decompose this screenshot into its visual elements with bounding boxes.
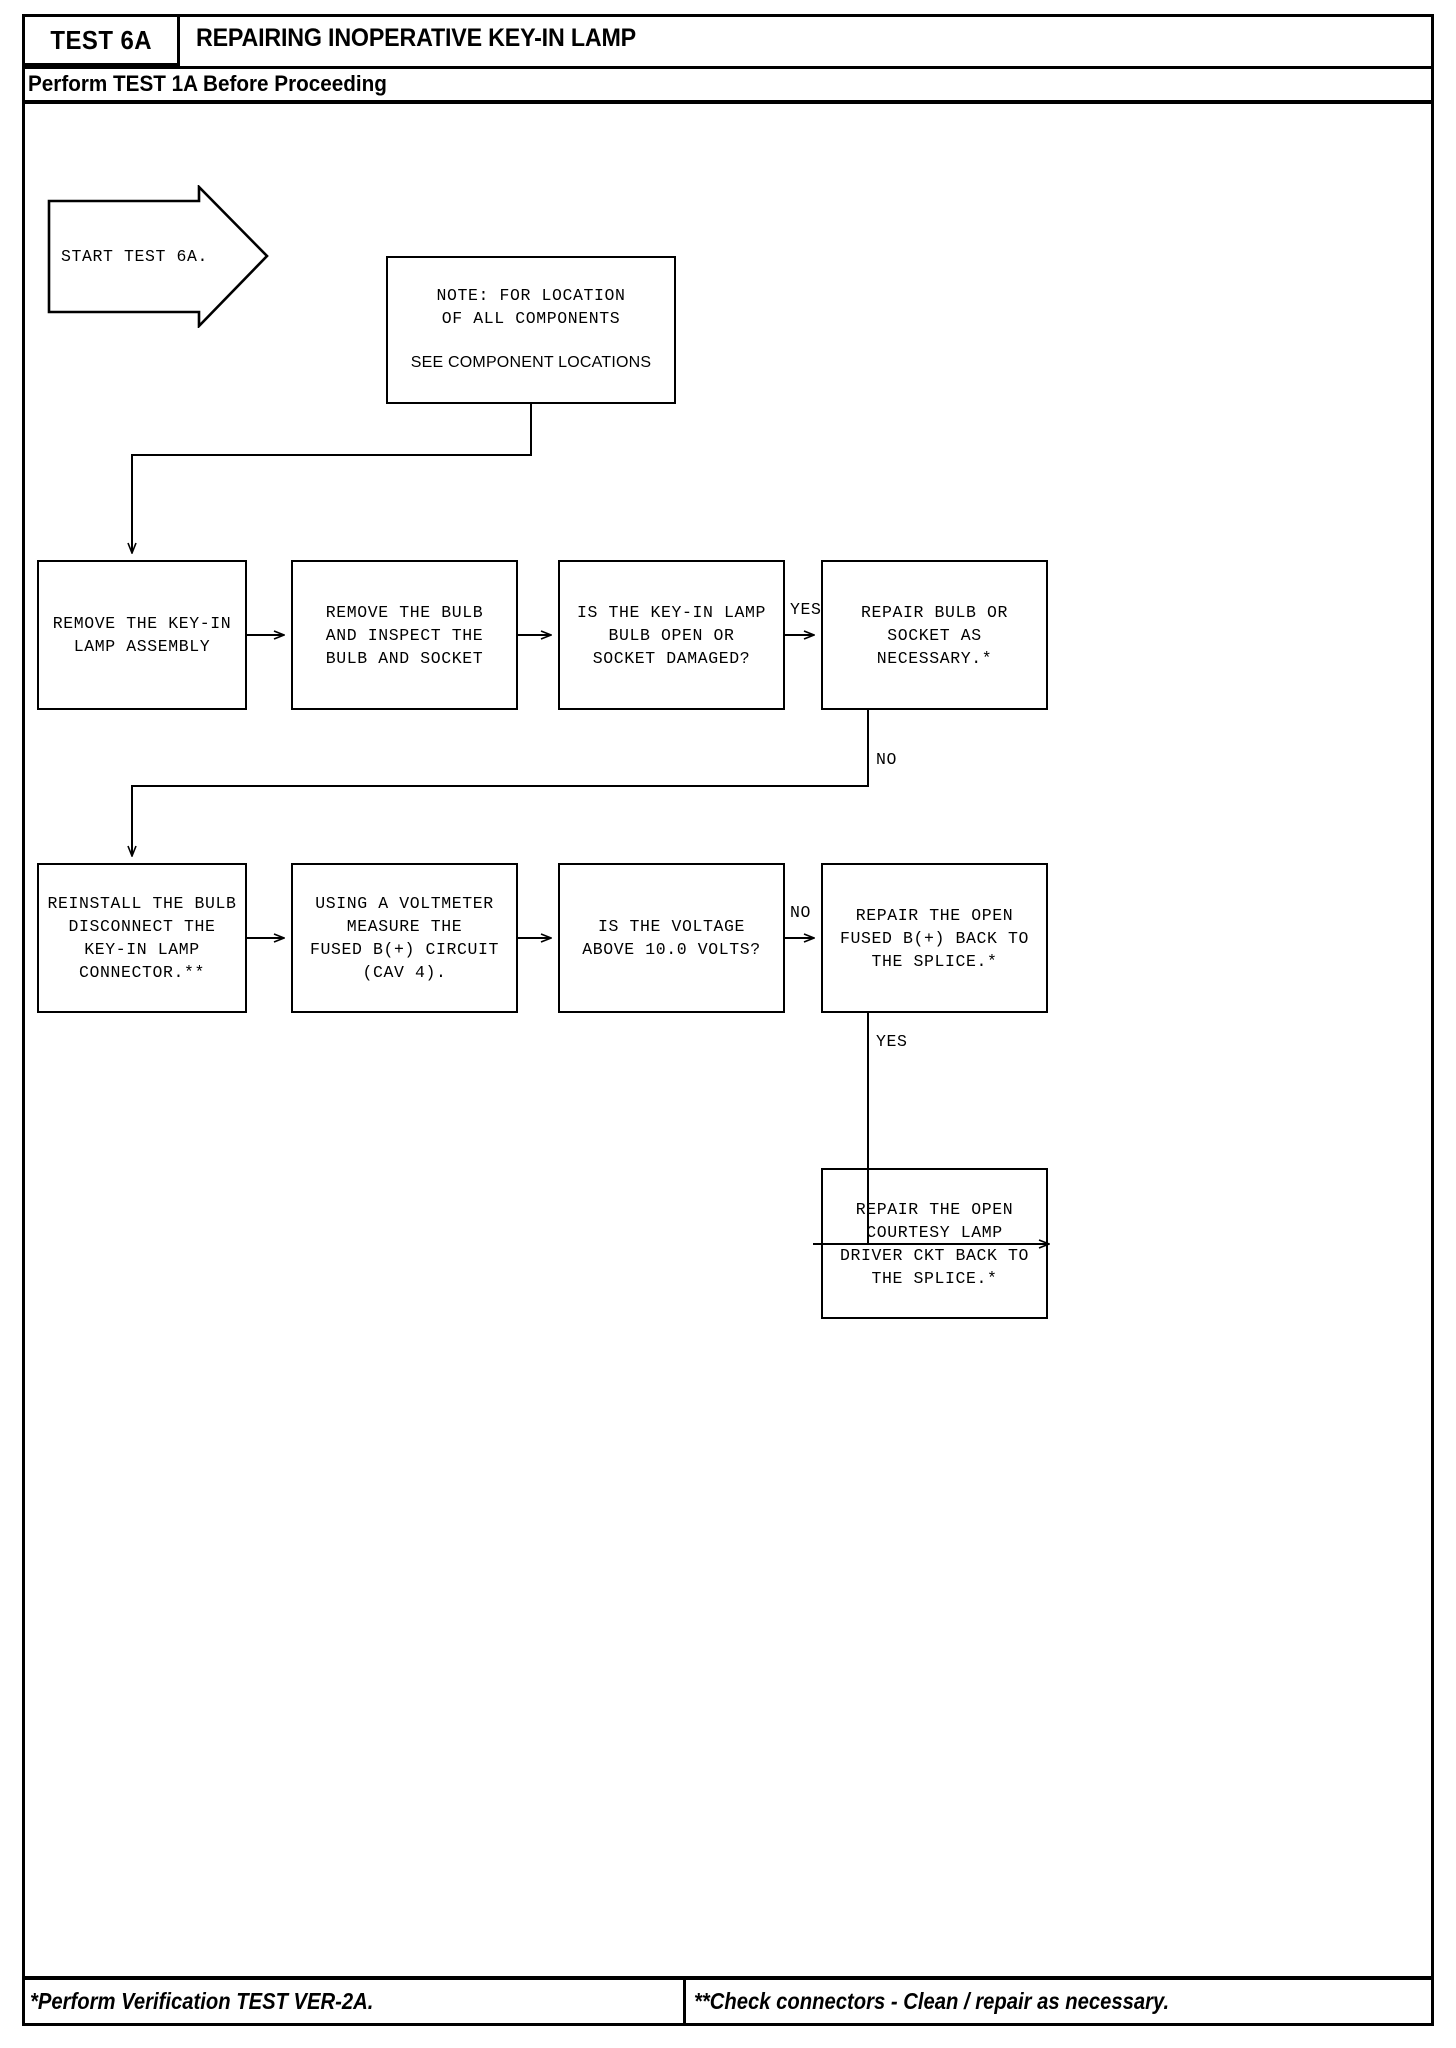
box-repair-courtesy-lamp: REPAIR THE OPEN COURTESY LAMP DRIVER CKT… [821,1168,1048,1319]
box-measure-voltage: USING A VOLTMETER MEASURE THE FUSED B(+)… [291,863,518,1013]
page-border [22,14,1434,2026]
start-arrow-shape: START TEST 6A. [47,185,269,328]
test-id-label: TEST 6A [50,24,152,55]
footer-rule [25,1976,1431,1980]
subheader-rule [25,100,1431,104]
footer-note-right: **Check connectors - Clean / repair as n… [694,1988,1170,2014]
box-repair-bulb-socket-text: REPAIR BULB OR SOCKET AS NECESSARY.* [860,602,1009,668]
test-id-box: TEST 6A [25,17,180,66]
edge-label-bulb-no: NO [876,750,898,769]
start-label: START TEST 6A. [60,247,209,266]
edge-label-bulb-yes: YES [790,600,822,619]
header-rule [25,66,1431,69]
box-reinstall-bulb-text: REINSTALL THE BULB DISCONNECT THE KEY-IN… [47,894,237,982]
note-text-reference: SEE COMPONENT LOCATIONS [410,354,652,371]
box-repair-bulb-socket: REPAIR BULB OR SOCKET AS NECESSARY.* [821,560,1048,710]
box-repair-fused-b-text: REPAIR THE OPEN FUSED B(+) BACK TO THE S… [839,905,1030,971]
prerequisite-note: Perform TEST 1A Before Proceeding [28,71,387,96]
footer-divider [683,1980,686,2026]
box-voltage-question: IS THE VOLTAGE ABOVE 10.0 VOLTS? [558,863,785,1013]
box-inspect-bulb-text: REMOVE THE BULB AND INSPECT THE BULB AND… [325,602,484,668]
note-text-primary: NOTE: FOR LOCATION OF ALL COMPONENTS [436,286,626,328]
note-box: NOTE: FOR LOCATION OF ALL COMPONENTS SEE… [386,256,676,404]
box-measure-voltage-text: USING A VOLTMETER MEASURE THE FUSED B(+)… [309,894,500,982]
box-voltage-question-text: IS THE VOLTAGE ABOVE 10.0 VOLTS? [582,917,761,959]
box-inspect-bulb: REMOVE THE BULB AND INSPECT THE BULB AND… [291,560,518,710]
box-bulb-open-question: IS THE KEY-IN LAMP BULB OPEN OR SOCKET D… [558,560,785,710]
page-title: REPAIRING INOPERATIVE KEY-IN LAMP [196,24,636,52]
box-bulb-open-question-text: IS THE KEY-IN LAMP BULB OPEN OR SOCKET D… [576,602,767,668]
footer-note-left: *Perform Verification TEST VER-2A. [30,1988,374,2014]
box-remove-assembly: REMOVE THE KEY-IN LAMP ASSEMBLY [37,560,247,710]
edge-label-voltage-no: NO [790,903,812,922]
box-reinstall-bulb: REINSTALL THE BULB DISCONNECT THE KEY-IN… [37,863,247,1013]
box-repair-fused-b: REPAIR THE OPEN FUSED B(+) BACK TO THE S… [821,863,1048,1013]
box-repair-courtesy-lamp-text: REPAIR THE OPEN COURTESY LAMP DRIVER CKT… [839,1199,1030,1288]
edge-label-voltage-yes: YES [876,1032,908,1051]
box-remove-assembly-text: REMOVE THE KEY-IN LAMP ASSEMBLY [52,614,232,656]
